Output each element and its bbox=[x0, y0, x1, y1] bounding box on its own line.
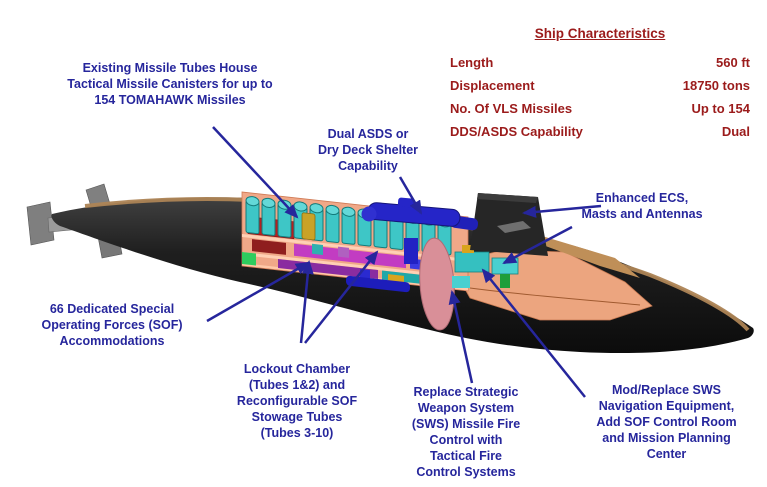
callout-fire-control: Replace Strategic Weapon System (SWS) Mi… bbox=[411, 385, 521, 479]
spec-value: 560 ft bbox=[716, 55, 750, 70]
callout-lockout-chamber: Lockout Chamber (Tubes 1&2) and Reconfig… bbox=[236, 362, 358, 440]
callout-asds: Dual ASDS or Dry Deck Shelter Capability bbox=[317, 127, 419, 173]
callout-ecs-masts: Enhanced ECS, Masts and Antennas bbox=[581, 191, 703, 221]
ship-characteristics-panel: Ship Characteristics Length 560 ft Displ… bbox=[450, 26, 750, 143]
sail-hatch bbox=[497, 221, 531, 233]
spec-value: Up to 154 bbox=[691, 101, 750, 116]
arrow-nav bbox=[481, 268, 586, 398]
mast-equipment bbox=[452, 245, 519, 288]
spec-row-dds-asds: DDS/ASDS Capability Dual bbox=[450, 120, 750, 143]
spec-label: No. Of VLS Missiles bbox=[450, 101, 573, 116]
arrow-lockout-2 bbox=[304, 250, 379, 344]
spec-row-displacement: Displacement 18750 tons bbox=[450, 74, 750, 97]
spec-label: Length bbox=[450, 55, 494, 70]
arrow-asds bbox=[398, 176, 423, 215]
callout-arrows bbox=[206, 126, 602, 398]
arrow-sof bbox=[206, 261, 310, 323]
arrow-ecs bbox=[522, 204, 602, 218]
arrow-masts bbox=[502, 225, 573, 265]
spec-label: DDS/ASDS Capability bbox=[450, 124, 583, 139]
callout-navigation: Mod/Replace SWS Navigation Equipment, Ad… bbox=[596, 383, 737, 461]
arrow-fire-control bbox=[448, 290, 474, 384]
lockout-trunk bbox=[404, 238, 418, 264]
spec-label: Displacement bbox=[450, 78, 535, 93]
ship-characteristics-title: Ship Characteristics bbox=[534, 26, 666, 41]
callout-sof-accommodations: 66 Dedicated Special Operating Forces (S… bbox=[41, 302, 183, 348]
callout-missile-tubes: Existing Missile Tubes House Tactical Mi… bbox=[67, 61, 273, 107]
spec-row-length: Length 560 ft bbox=[450, 51, 750, 74]
arrow-lockout-1 bbox=[299, 260, 314, 344]
spec-value: 18750 tons bbox=[682, 78, 750, 93]
arrow-tomahawk bbox=[212, 126, 299, 219]
spec-row-vls-missiles: No. Of VLS Missiles Up to 154 bbox=[450, 97, 750, 120]
spec-value: Dual bbox=[721, 124, 750, 139]
